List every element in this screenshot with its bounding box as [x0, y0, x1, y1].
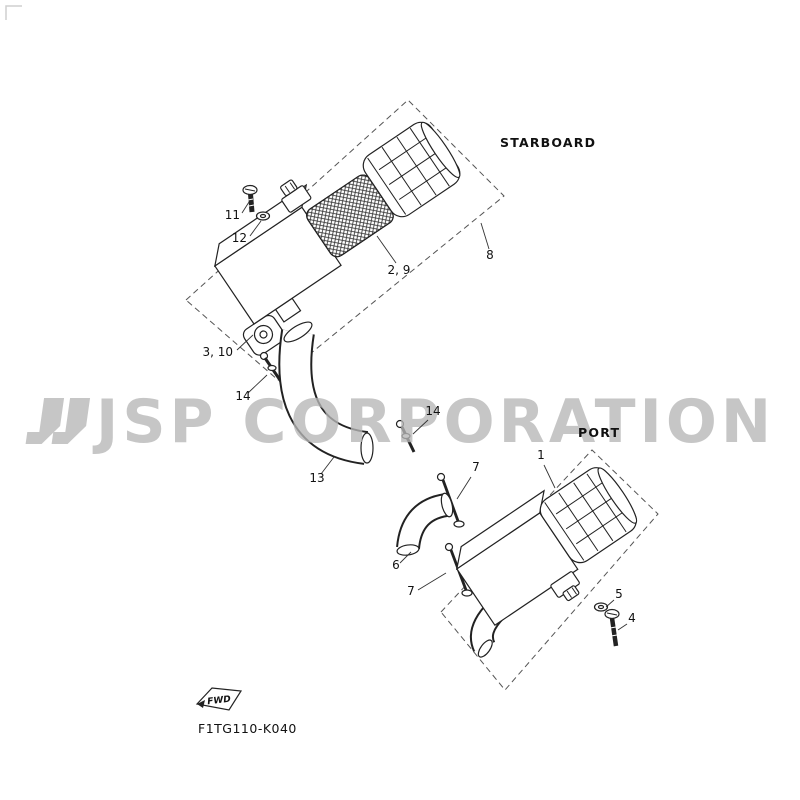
leader-7b	[417, 572, 447, 591]
part-label-6: 6	[392, 558, 400, 572]
bolt-11	[242, 184, 258, 213]
part-label-1: 1	[537, 448, 545, 462]
part-label-14a: 14	[235, 389, 250, 403]
part-label-13: 13	[309, 471, 324, 485]
drawing-number: F1TG110-K040	[198, 721, 297, 736]
part-label-11: 11	[225, 208, 240, 222]
port-assembly	[455, 467, 638, 658]
starboard-assembly	[213, 121, 461, 356]
mounting-bracket	[242, 314, 286, 356]
watermark-logo	[25, 398, 91, 444]
part-label-12: 12	[232, 231, 247, 245]
part-label-2-9: 2, 9	[388, 263, 411, 277]
leader-6	[399, 551, 412, 564]
fwd-arrow-icon	[197, 700, 205, 708]
leader-14a	[247, 374, 268, 394]
part-label-14b: 14	[425, 404, 440, 418]
leader-4	[617, 623, 628, 631]
starboard-boundary	[185, 99, 505, 381]
leader-7a	[456, 476, 472, 500]
clamp	[550, 571, 580, 602]
leader-12	[249, 220, 262, 237]
part-label-8: 8	[486, 248, 494, 262]
bolt-4	[604, 608, 620, 647]
end-cap	[362, 121, 461, 218]
leader-14b	[412, 419, 429, 435]
part-label-5: 5	[615, 587, 623, 601]
elbow-pipe-6	[396, 492, 454, 556]
clamp	[280, 179, 312, 213]
leader-3-10	[236, 334, 254, 351]
washer-12	[255, 211, 271, 221]
corner-mark	[5, 5, 22, 20]
leader-5	[605, 599, 615, 608]
leader-1	[543, 464, 556, 489]
leader-11	[241, 201, 250, 214]
screw-14-middle	[395, 419, 416, 453]
fwd-label: FWD	[207, 695, 232, 708]
part-label-7a: 7	[472, 460, 480, 474]
elbow-pipe-13	[278, 321, 374, 465]
part-label-3-10: 3, 10	[202, 345, 233, 359]
starboard-label: STARBOARD	[500, 135, 596, 150]
part-label-7b: 7	[407, 584, 415, 598]
fwd-flag: FWD	[195, 687, 243, 711]
intake-mesh	[306, 174, 394, 258]
port-label: PORT	[578, 425, 620, 440]
part-label-4: 4	[628, 611, 636, 625]
watermark-text: JSP CORPORATION	[92, 387, 775, 457]
washer-5	[593, 602, 609, 612]
watermark: JSP CORPORATION	[25, 387, 775, 457]
leader-8	[480, 222, 490, 250]
leader-2-9	[376, 235, 397, 264]
port-boundary	[440, 449, 659, 691]
end-cap	[539, 467, 638, 564]
leader-13	[320, 456, 335, 475]
